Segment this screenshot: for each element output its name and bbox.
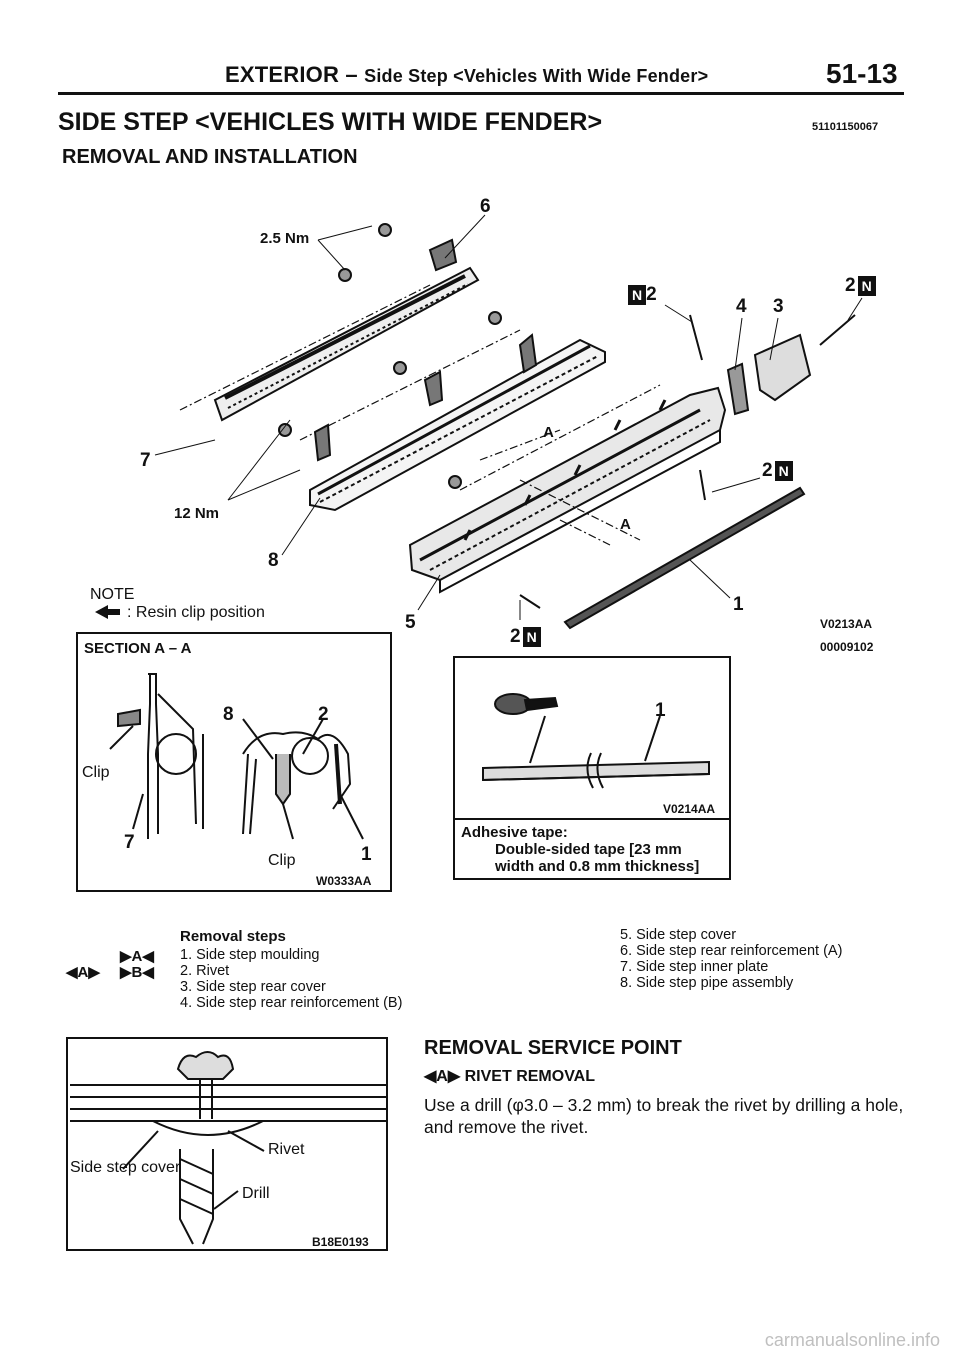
torque-top-label: 2.5 Nm [260,230,310,247]
tape-divider [455,818,729,820]
rivet-label: Rivet [268,1141,305,1158]
resin-clip-arrow-icon [95,605,120,619]
figure-code-2: 00009102 [820,640,874,654]
side-step-cover-label: Side step cover [70,1159,181,1176]
tape-code: V0214AA [663,802,716,816]
document-code: 51101150067 [812,121,879,133]
tape-drawing [482,693,710,789]
n-mark-icon: N [774,461,793,481]
page-title: SIDE STEP <VEHICLES WITH WIDE FENDER> [58,108,603,136]
section-callout-1: 1 [361,844,372,865]
removal-steps-left: 1. Side step moulding 2. Rivet 3. Side s… [180,947,402,1011]
callout-6: 6 [480,196,491,217]
callout-1: 1 [733,594,744,615]
figure-code: V0213AA [820,617,873,631]
callout-4: 4 [736,296,747,317]
section-callout-2: 2 [318,704,329,725]
callout-5: 5 [405,612,416,633]
n-mark-icon: N [628,285,647,305]
section-subtitle: REMOVAL AND INSTALLATION [62,146,358,168]
tape-callout-1: 1 [655,700,666,721]
clip-label-left: Clip [82,764,110,781]
section-callout-7: 7 [124,832,135,853]
torque-bottom-label: 12 Nm [174,505,220,522]
service-point-title: REMOVAL SERVICE POINT [424,1037,682,1059]
callout-8: 8 [268,550,279,571]
n-mark-icon: N [857,276,876,296]
section-callout-8: 8 [223,704,234,725]
page-number: 51-13 [826,58,898,89]
removal-steps-right: 5. Side step cover 6. Side step rear rei… [620,927,842,991]
list-item: 2. Rivet [180,963,230,979]
adhesive-tape-box: 1 V0214AA Adhesive tape: Double-sided ta… [453,656,731,880]
note-text: : Resin clip position [127,604,265,621]
rivet-removal-title: RIVET REMOVAL [464,1068,595,1085]
tape-label: Adhesive tape: [461,824,568,841]
n-mark-icon: N [522,627,541,647]
page-header: EXTERIOR – Side Step <Vehicles With Wide… [225,62,708,88]
rivet-removal-heading: ◀A▶ RIVET REMOVAL [424,1066,595,1086]
mark-b-step2: ▶B◀ [120,964,154,981]
mark-ab-step2: ◀A▶ [66,964,100,981]
callout-3: 3 [773,296,784,317]
note-title: NOTE [90,586,135,603]
rivet-removal-box: Rivet Side step cover Drill B18E0193 [66,1037,388,1251]
mark-a-step1: ▶A◀ [120,948,154,965]
section-code: W0333AA [316,874,372,888]
header-rule [58,92,904,95]
tape-spec-line2: width and 0.8 mm thickness] [495,858,700,875]
callout-7: 7 [140,450,151,471]
section-aa-box: SECTION A – A Clip Clip 8 2 7 1 W0333AA [76,632,392,892]
clip-label-bottom: Clip [268,852,296,869]
list-item: 1. Side step moulding [180,947,320,963]
service-mark: ◀A▶ [424,1068,461,1085]
list-item: 4. Side step rear reinforcement (B) [180,995,403,1011]
section-marker-a-bottom: A [620,516,631,533]
list-item: 7. Side step inner plate [620,959,769,975]
removal-steps-title: Removal steps [180,928,286,945]
section-aa-title: SECTION A – A [84,640,192,657]
rivet-drawing [70,1051,388,1245]
rivet-removal-text: Use a drill (φ3.0 – 3.2 mm) to break the… [424,1095,904,1137]
header-separator: – [345,62,358,87]
watermark: carmanualsonline.info [764,1330,940,1350]
list-item: 3. Side step rear cover [180,979,326,995]
list-item: 6. Side step rear reinforcement (A) [620,943,843,959]
drill-label: Drill [242,1185,270,1202]
list-item: 8. Side step pipe assembly [620,975,794,991]
list-item: 5. Side step cover [620,927,737,943]
header-section: EXTERIOR [225,62,340,87]
tape-spec-line1: Double-sided tape [23 mm [495,841,682,858]
header-subsection: Side Step <Vehicles With Wide Fender> [364,66,709,86]
rivet-code: B18E0193 [312,1235,369,1249]
section-marker-a-top: A [543,424,554,441]
section-aa-drawing [109,673,364,840]
